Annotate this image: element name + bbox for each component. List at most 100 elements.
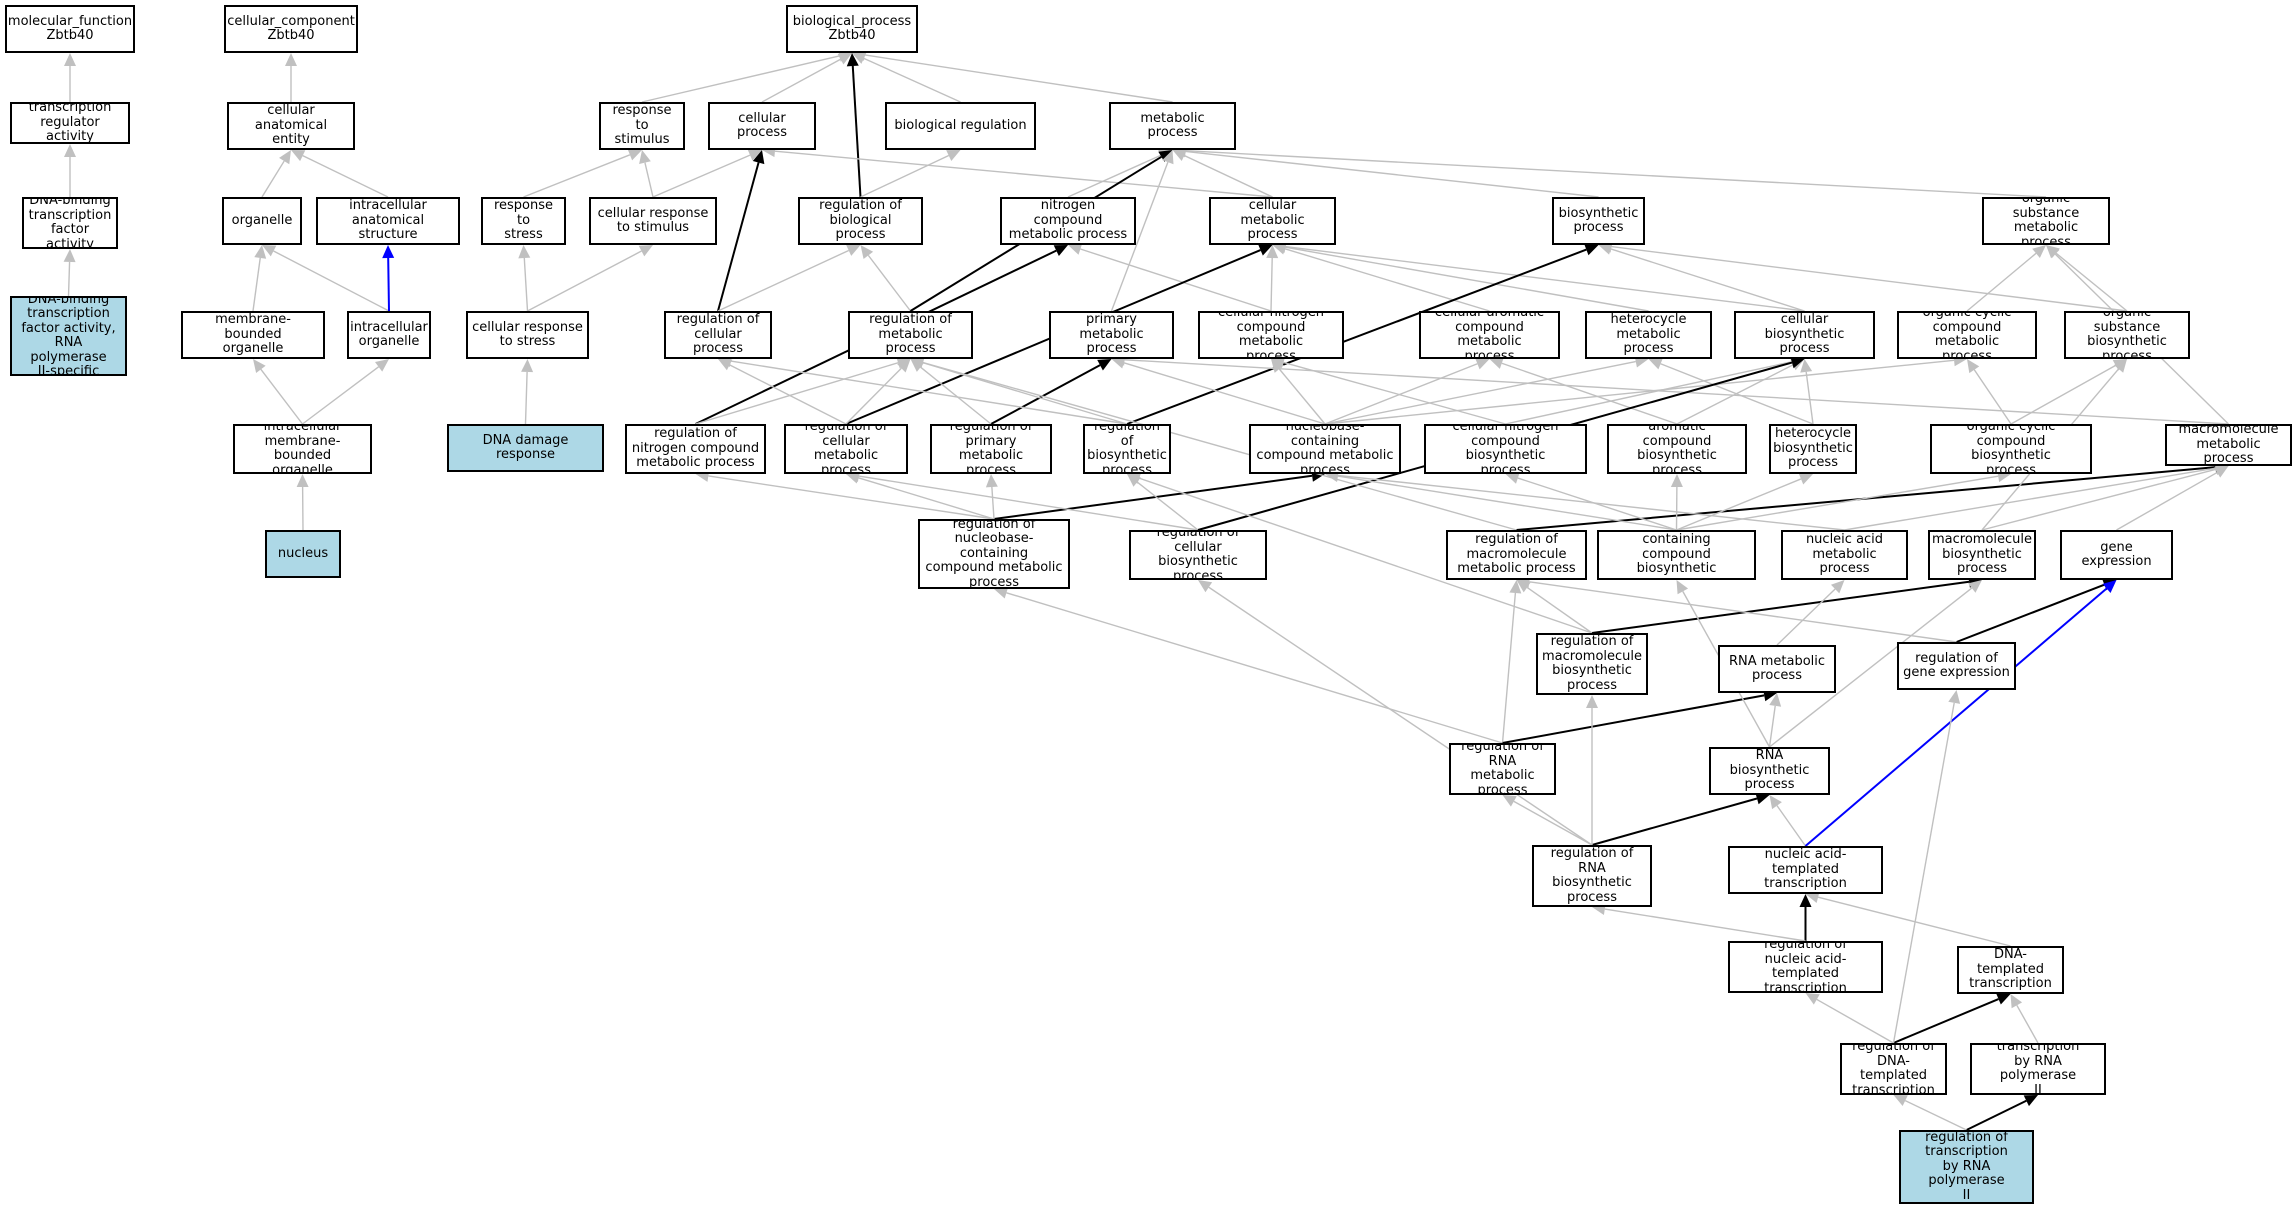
go-term-node[interactable]: metabolic process [1109,102,1236,150]
relation-edge [1769,587,1973,748]
relation-edge [1776,588,1836,646]
go-term-node[interactable]: primary metabolic process [1049,311,1174,359]
go-term-node[interactable]: regulation of macromolecule metabolic pr… [1446,530,1587,580]
go-term-node[interactable]: organic substance metabolic process [1982,197,2110,245]
go-term-node[interactable]: nucleobase-containing compound metabolic… [1249,424,1401,474]
go-term-node[interactable]: intracellular membrane-bounded organelle [233,424,372,474]
go-term-node[interactable]: regulation of nucleic acid-templated tra… [1728,941,1883,993]
go-term-node[interactable]: nucleobase-containing compound biosynthe… [1597,530,1756,580]
go-term-node[interactable]: DNA-templated transcription [1957,946,2064,994]
relation-edge [1185,150,1599,198]
go-term-node[interactable]: regulation of RNA metabolic process [1449,743,1556,795]
go-term-node[interactable]: nucleic acid metabolic process [1781,530,1908,580]
go-term-node[interactable]: cellular anatomical entity [227,102,355,150]
go-term-node[interactable]: regulation of nitrogen compound metaboli… [625,424,766,474]
go-term-node[interactable]: RNA biosynthetic process [1709,747,1830,795]
go-term-node[interactable]: heterocycle metabolic process [1585,311,1712,359]
go-term-node[interactable]: aromatic compound biosynthetic process [1607,424,1747,474]
go-term-node[interactable]: heterocycle biosynthetic process [1769,424,1857,474]
go-term-node[interactable]: regulation of metabolic process [848,311,973,359]
arrowhead-icon [1830,580,1845,594]
relation-edge [1139,477,1593,634]
go-term-label: regulation of macromolecule biosynthetic… [1542,634,1643,693]
go-term-node[interactable]: intracellular organelle [347,311,431,359]
go-term-node[interactable]: nucleic acid-templated transcription [1728,846,1883,894]
go-term-node[interactable]: transcription regulator activity [10,102,130,144]
go-term-node[interactable]: nitrogen compound metabolic process [1000,197,1136,245]
go-term-node[interactable]: molecular_function Zbtb40 [5,5,135,53]
go-term-node[interactable]: cellular aromatic compound metabolic pro… [1419,311,1560,359]
go-term-node[interactable]: macromolecule metabolic process [2165,424,2292,466]
go-term-node[interactable]: biosynthetic process [1552,197,1645,245]
go-term-node[interactable]: regulation of macromolecule biosynthetic… [1536,633,1648,695]
relation-edge [922,361,1517,531]
arrowhead-icon [63,249,76,263]
relation-edge [1123,362,1326,425]
relation-edge [695,362,899,425]
go-term-node[interactable]: cellular process [708,102,816,150]
go-term-node[interactable]: cellular response to stimulus [589,197,717,245]
go-term-node[interactable]: response to stimulus [599,102,685,150]
go-term-node[interactable]: regulation of DNA-templated transcriptio… [1840,1043,1947,1095]
relation-edge [717,162,760,312]
go-term-node[interactable]: RNA metabolic process [1718,645,1836,693]
go-term-label: nucleus [277,545,329,561]
go-term-node[interactable]: biological regulation [885,102,1036,150]
arrowhead-icon [382,245,395,259]
go-term-node[interactable]: regulation of primary metabolic process [930,424,1052,474]
go-term-node[interactable]: regulation of cellular biosynthetic proc… [1129,530,1267,580]
go-term-node[interactable]: regulation of biosynthetic process [1083,424,1171,474]
go-term-node[interactable]: regulation of nucleobase-containing comp… [918,519,1070,589]
go-term-node[interactable]: organelle [222,197,302,245]
go-term-node[interactable]: cellular nitrogen compound biosynthetic … [1424,424,1587,474]
go-term-node[interactable]: macromolecule biosynthetic process [1928,530,2036,580]
arrowhead-icon [846,245,861,256]
go-term-label: regulation of transcription by RNA polym… [1925,1130,2008,1203]
go-term-node[interactable]: nucleus [265,530,341,578]
relation-edge [1006,592,1503,744]
relation-edge [302,366,380,425]
arrowhead-icon [375,359,389,372]
go-term-node[interactable]: regulation of transcription by RNA polym… [1899,1130,2034,1204]
go-term-label: regulation of metabolic process [869,312,952,357]
relation-edge [1768,705,1776,748]
go-term-node[interactable]: gene expression [2060,530,2173,580]
go-term-node[interactable]: biological_process Zbtb40 [786,5,918,53]
go-term-label: biological regulation [894,117,1027,133]
relation-edge [1591,580,1970,634]
go-term-node[interactable]: organic substance biosynthetic process [2064,311,2190,359]
go-term-node[interactable]: organic cyclic compound biosynthetic pro… [1930,424,2092,474]
go-term-node[interactable]: cellular_component Zbtb40 [224,5,358,53]
go-term-label: transcription regulator activity [28,102,112,144]
go-term-node[interactable]: regulation of biological process [798,197,923,245]
go-term-node[interactable]: regulation of cellular metabolic process [784,424,908,474]
go-term-node[interactable]: DNA damage response [447,424,604,472]
go-term-label: regulation of primary metabolic process [949,424,1033,474]
go-term-node[interactable]: cellular response to stress [466,311,589,359]
go-term-node[interactable]: regulation of RNA biosynthetic process [1532,845,1652,907]
go-term-label: regulation of biosynthetic process [1087,424,1167,474]
go-term-label: response to stimulus [612,103,672,148]
go-term-node[interactable]: cellular biosynthetic process [1734,311,1875,359]
go-term-node[interactable]: organic cyclic compound metabolic proces… [1897,311,2037,359]
go-term-node[interactable]: DNA-binding transcription factor activit… [10,296,127,376]
go-term-node[interactable]: intracellular anatomical structure [316,197,460,245]
go-term-label: membrane-bounded organelle [215,312,291,357]
go-term-node[interactable]: cellular metabolic process [1209,197,1336,245]
relation-edge [867,254,912,312]
arrowhead-icon [837,53,852,65]
go-term-node[interactable]: regulation of cellular process [664,311,772,359]
go-term-node[interactable]: DNA-binding transcription factor activit… [22,197,118,249]
go-term-node[interactable]: cellular nitrogen compound metabolic pro… [1198,311,1344,359]
go-term-node[interactable]: response to stress [481,197,566,245]
go-term-node[interactable]: membrane-bounded organelle [181,311,325,359]
arrowhead-icon [254,245,267,259]
go-term-node[interactable]: regulation of gene expression [1897,642,2016,690]
go-term-label: regulation of macromolecule metabolic pr… [1457,532,1576,577]
arrowhead-icon [1271,359,1284,373]
go-term-node[interactable]: transcription by RNA polymerase II [1970,1043,2106,1095]
relation-edge [1816,998,1894,1044]
arrowhead-icon [747,149,762,161]
arrowhead-icon [1648,358,1663,370]
